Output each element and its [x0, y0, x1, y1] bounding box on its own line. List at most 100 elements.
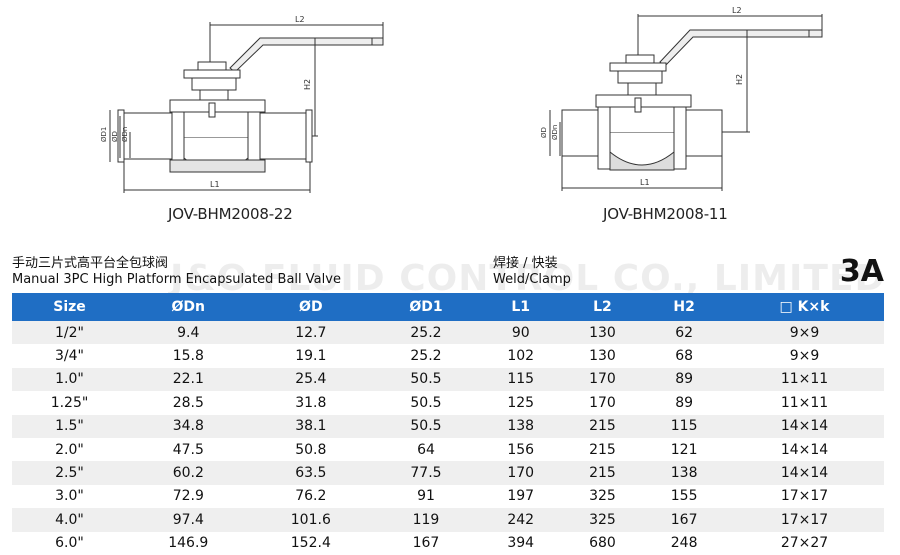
table-cell: 101.6 — [249, 508, 373, 532]
connection-en: Weld/Clamp — [493, 272, 571, 287]
table-cell: 170 — [561, 367, 644, 392]
svg-text:ØD: ØD — [540, 127, 548, 138]
table-cell: 102 — [479, 344, 562, 368]
svg-text:L1: L1 — [210, 180, 220, 189]
table-cell: 125 — [479, 391, 562, 415]
table-cell: 47.5 — [127, 437, 250, 462]
table-cell: 28.5 — [127, 391, 250, 415]
model-label: JOV-BHM2008-22 — [168, 205, 293, 223]
watermark: J&O FLUID CONTROL CO., LIMITED — [170, 258, 886, 299]
table-cell: 19.1 — [249, 344, 373, 368]
table-cell: 14×14 — [724, 414, 884, 438]
svg-text:ØD: ØD — [111, 131, 119, 142]
table-cell: 197 — [479, 484, 562, 509]
table-cell: 50.5 — [372, 414, 480, 438]
table-cell: 138 — [643, 461, 725, 485]
table-cell: 34.8 — [127, 414, 250, 438]
table-cell: 119 — [372, 508, 480, 532]
svg-text:ØD1: ØD1 — [100, 127, 108, 142]
connection-type: 焊接 / 快装 Weld/Clamp — [493, 256, 571, 288]
table-cell: 11×11 — [724, 367, 884, 392]
table-cell: 215 — [561, 414, 644, 438]
svg-text:L2: L2 — [295, 15, 305, 24]
table-cell: 130 — [561, 321, 644, 345]
table-cell: 90 — [479, 321, 562, 345]
table-cell: 1/2" — [12, 321, 127, 345]
drawing-clamp-valve: L2 H2 L1 ØD1 — [80, 0, 510, 240]
table-cell: 2.5" — [12, 461, 127, 485]
grade-badge: 3A — [839, 254, 884, 289]
svg-text:ØDn: ØDn — [121, 127, 129, 142]
svg-text:L2: L2 — [732, 6, 742, 15]
col-d: ØD — [249, 293, 373, 321]
table-cell: 3/4" — [12, 344, 127, 368]
table-cell: 242 — [479, 508, 562, 532]
table-cell: 130 — [561, 344, 644, 368]
col-d1: ØD1 — [372, 293, 480, 321]
table-cell: 1.25" — [12, 391, 127, 415]
table-cell: 62 — [643, 321, 725, 345]
table-cell: 72.9 — [127, 484, 250, 509]
table-cell: 138 — [479, 414, 562, 438]
table-cell: 156 — [479, 437, 562, 462]
table-cell: 248 — [643, 531, 725, 555]
table-cell: 325 — [561, 508, 644, 532]
table-cell: 25.2 — [372, 321, 480, 345]
table-cell: 170 — [479, 461, 562, 485]
svg-text:H2: H2 — [303, 79, 312, 90]
table-cell: 215 — [561, 437, 644, 462]
table-cell: 152.4 — [249, 531, 373, 555]
table-cell: 11×11 — [724, 391, 884, 415]
table-cell: 25.4 — [249, 367, 373, 392]
table-header-row: Size ØDn ØD ØD1 L1 L2 H2 □ K×k — [12, 293, 884, 321]
table-cell: 121 — [643, 437, 725, 462]
table-cell: 60.2 — [127, 461, 250, 485]
table-cell: 50.5 — [372, 391, 480, 415]
col-kxk: □ K×k — [724, 293, 884, 321]
table-cell: 167 — [372, 531, 480, 555]
table-cell: 50.8 — [249, 437, 373, 462]
table-cell: 146.9 — [127, 531, 250, 555]
svg-text:L1: L1 — [640, 178, 650, 187]
table-cell: 50.5 — [372, 367, 480, 392]
table-cell: 22.1 — [127, 367, 250, 392]
table-cell: 31.8 — [249, 391, 373, 415]
table-cell: 15.8 — [127, 344, 250, 368]
table-cell: 89 — [643, 367, 725, 392]
ball-valve-weld-diagram: L2 H2 L1 ØD ØDn — [540, 6, 823, 191]
table-cell: 68 — [643, 344, 725, 368]
table-cell: 38.1 — [249, 414, 373, 438]
table-cell: 12.7 — [249, 321, 373, 345]
table-cell: 14×14 — [724, 437, 884, 462]
product-title-en: Manual 3PC High Platform Encapsulated Ba… — [12, 272, 341, 287]
model-label: JOV-BHM2008-11 — [603, 205, 728, 223]
svg-text:ØDn: ØDn — [551, 125, 559, 140]
table-cell: 14×14 — [724, 461, 884, 485]
table-cell: 64 — [372, 437, 480, 462]
svg-text:H2: H2 — [735, 74, 744, 85]
col-h2: H2 — [643, 293, 725, 321]
table-cell: 25.2 — [372, 344, 480, 368]
col-l1: L1 — [479, 293, 562, 321]
table-cell: 6.0" — [12, 531, 127, 555]
table-cell: 3.0" — [12, 484, 127, 509]
table-cell: 4.0" — [12, 508, 127, 532]
table-cell: 63.5 — [249, 461, 373, 485]
drawing-weld-valve: L2 H2 L1 ØD ØDn JOV-BHM2008-11 — [510, 0, 900, 240]
table-cell: 17×17 — [724, 484, 884, 509]
table-cell: 394 — [479, 531, 562, 555]
table-cell: 76.2 — [249, 484, 373, 509]
table-cell: 115 — [479, 367, 562, 392]
col-l2: L2 — [561, 293, 644, 321]
col-dn: ØDn — [127, 293, 250, 321]
table-cell: 77.5 — [372, 461, 480, 485]
table-cell: 215 — [561, 461, 644, 485]
